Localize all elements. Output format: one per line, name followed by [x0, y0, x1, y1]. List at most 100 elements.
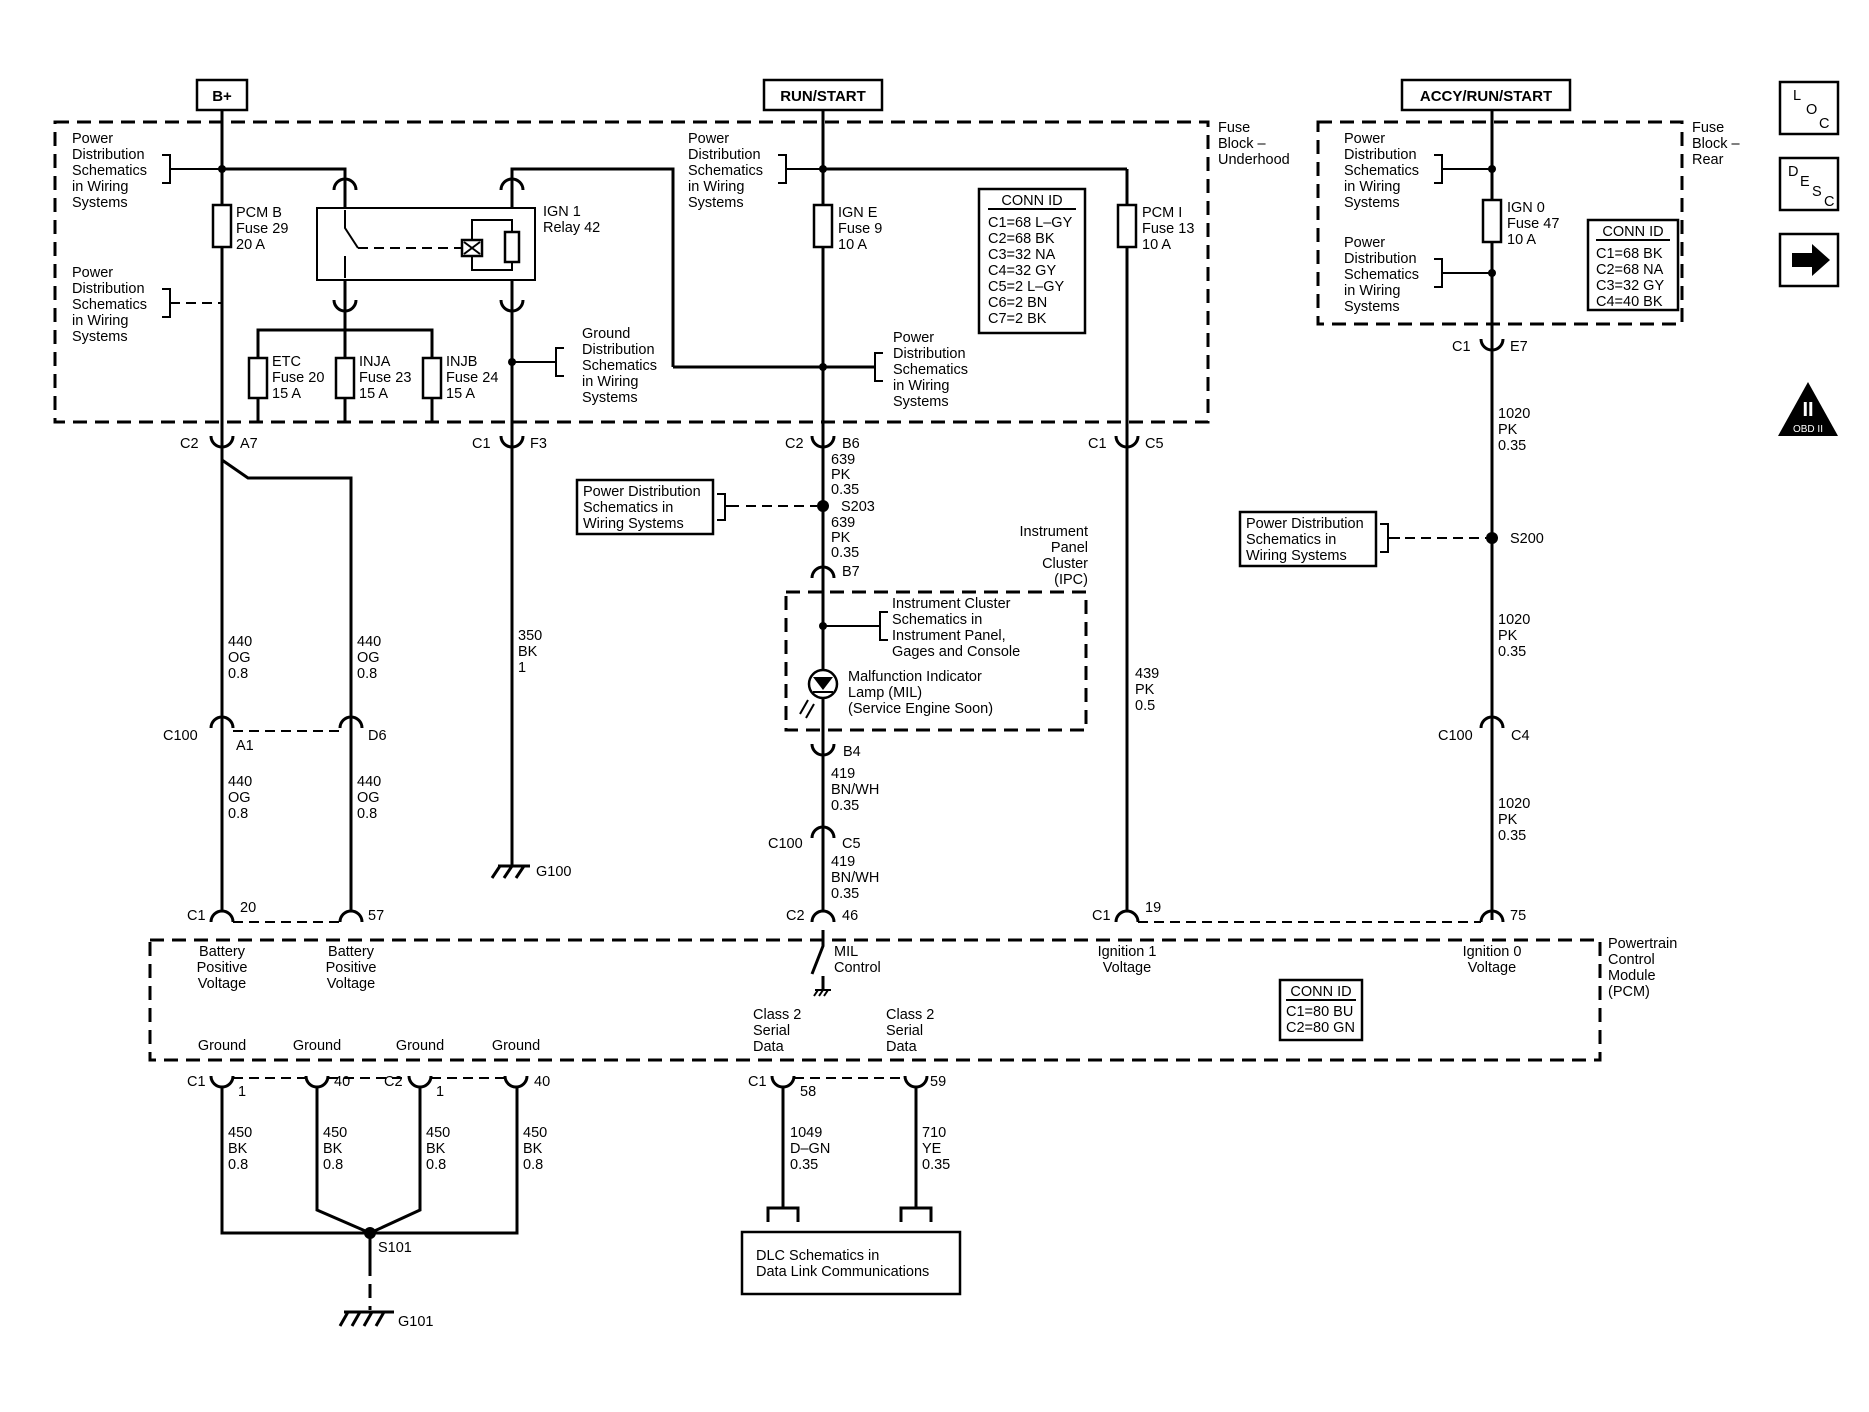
pcm-ignition-0: Ignition 0 Voltage — [1463, 944, 1522, 976]
svg-text:C100: C100 — [1438, 728, 1473, 744]
svg-text:C1=68 BK: C1=68 BK — [1596, 246, 1663, 262]
svg-text:Serial: Serial — [886, 1023, 923, 1039]
svg-text:1: 1 — [518, 660, 526, 676]
loc-button[interactable]: L O C — [1778, 80, 1840, 136]
svg-text:OG: OG — [357, 650, 380, 666]
svg-text:Ground: Ground — [582, 326, 630, 342]
svg-text:Class 2: Class 2 — [753, 1007, 801, 1023]
svg-text:1: 1 — [238, 1084, 246, 1100]
svg-text:A1: A1 — [236, 738, 254, 754]
svg-text:Control: Control — [834, 960, 881, 976]
svg-text:40: 40 — [334, 1074, 350, 1090]
svg-text:40: 40 — [534, 1074, 550, 1090]
svg-text:in Wiring: in Wiring — [688, 179, 744, 195]
svg-text:439: 439 — [1135, 666, 1159, 682]
svg-text:710: 710 — [922, 1125, 946, 1141]
svg-text:Ignition 0: Ignition 0 — [1463, 944, 1522, 960]
svg-text:C100: C100 — [163, 728, 198, 744]
svg-text:PK: PK — [1498, 422, 1518, 438]
conn-id-pcm: CONN ID C1=80 BU C2=80 GN — [1278, 978, 1364, 1042]
fuse-block-rear: Fuse Block – Rear — [1316, 120, 1740, 326]
wire-440-d: 440 OG 0.8 — [357, 774, 381, 822]
svg-text:0.8: 0.8 — [523, 1157, 543, 1173]
svg-text:B6: B6 — [842, 436, 860, 452]
svg-text:(Service Engine Soon): (Service Engine Soon) — [848, 701, 993, 717]
svg-text:639: 639 — [831, 452, 855, 468]
fuse-pcm-i: PCM I Fuse 13 10 A — [1116, 203, 1194, 253]
svg-text:C5=2 L–GY: C5=2 L–GY — [988, 279, 1065, 295]
svg-text:OG: OG — [357, 790, 380, 806]
svg-text:in Wiring: in Wiring — [582, 374, 638, 390]
desc-button[interactable]: D E S C — [1778, 156, 1840, 212]
svg-text:G100: G100 — [536, 864, 571, 880]
svg-text:Block –: Block – — [1692, 136, 1740, 152]
svg-text:58: 58 — [800, 1084, 816, 1100]
svg-text:Systems: Systems — [893, 394, 949, 410]
wire-440-a: 440 OG 0.8 — [228, 634, 252, 682]
svg-text:1020: 1020 — [1498, 406, 1530, 422]
svg-text:O: O — [1806, 102, 1817, 118]
next-arrow-button[interactable] — [1778, 232, 1840, 288]
svg-text:PK: PK — [831, 530, 851, 546]
svg-text:Distribution: Distribution — [72, 281, 145, 297]
svg-text:C2: C2 — [785, 436, 804, 452]
svg-text:0.35: 0.35 — [790, 1157, 818, 1173]
mil-lamp-icon — [799, 668, 839, 719]
svg-text:Fuse: Fuse — [1692, 120, 1724, 136]
svg-text:Distribution: Distribution — [688, 147, 761, 163]
svg-text:L: L — [1793, 88, 1801, 104]
svg-text:0.35: 0.35 — [1498, 644, 1526, 660]
svg-text:Distribution: Distribution — [1344, 147, 1417, 163]
svg-text:C1=80 BU: C1=80 BU — [1286, 1004, 1353, 1020]
svg-text:Schematics in: Schematics in — [1246, 532, 1336, 548]
arrow-right-icon — [1792, 244, 1830, 276]
svg-text:INJB: INJB — [446, 354, 477, 370]
svg-text:440: 440 — [357, 774, 381, 790]
svg-text:Ground: Ground — [396, 1038, 444, 1054]
pcm-ignition-1: Ignition 1 Voltage — [1098, 944, 1157, 976]
svg-text:Gages and Console: Gages and Console — [892, 644, 1020, 660]
pcm-battery-positive-1: Battery Positive Voltage — [197, 944, 248, 992]
svg-text:0.8: 0.8 — [357, 666, 377, 682]
svg-text:Power: Power — [72, 265, 113, 281]
svg-text:639: 639 — [831, 515, 855, 531]
svg-text:10 A: 10 A — [1507, 232, 1536, 248]
wire-450-a: 450 BK 0.8 — [228, 1125, 252, 1173]
svg-text:Voltage: Voltage — [1103, 960, 1151, 976]
svg-text:BK: BK — [518, 644, 538, 660]
svg-text:C1=68 L–GY: C1=68 L–GY — [988, 215, 1073, 231]
svg-text:C6=2 BN: C6=2 BN — [988, 295, 1047, 311]
fuse-pcm-b: PCM B Fuse 29 20 A — [211, 203, 288, 253]
svg-text:C3=32 GY: C3=32 GY — [1596, 278, 1664, 294]
svg-text:INJA: INJA — [359, 354, 391, 370]
pcm-label: Powertrain Control Module (PCM) — [1608, 936, 1677, 1000]
svg-text:in Wiring: in Wiring — [1344, 179, 1400, 195]
svg-text:Schematics: Schematics — [72, 163, 147, 179]
svg-text:in Wiring: in Wiring — [1344, 283, 1400, 299]
svg-text:15 A: 15 A — [359, 386, 388, 402]
svg-text:OG: OG — [228, 790, 251, 806]
accy-run-start-header: ACCY/RUN/START — [1400, 78, 1572, 112]
svg-text:CONN ID: CONN ID — [1001, 193, 1062, 209]
wire-1020-c: 1020 PK 0.35 — [1498, 796, 1530, 844]
svg-text:C2: C2 — [384, 1074, 403, 1090]
svg-text:Schematics: Schematics — [582, 358, 657, 374]
svg-text:OG: OG — [228, 650, 251, 666]
wire-419-a: 419 BN/WH 0.35 — [831, 766, 879, 814]
svg-text:BK: BK — [426, 1141, 446, 1157]
svg-text:Control: Control — [1608, 952, 1655, 968]
svg-text:20 A: 20 A — [236, 237, 265, 253]
svg-text:Battery: Battery — [199, 944, 246, 960]
conn-id-rear: CONN ID C1=68 BK C2=68 NA C3=32 GY C4=40… — [1586, 218, 1680, 312]
svg-text:0.5: 0.5 — [1135, 698, 1155, 714]
wire-1020-a: 1020 PK 0.35 — [1498, 406, 1530, 454]
svg-text:C4: C4 — [1511, 728, 1530, 744]
wire-440-b: 440 OG 0.8 — [357, 634, 381, 682]
svg-text:Data: Data — [886, 1039, 918, 1055]
ground-distribution-ref: Ground Distribution Schematics in Wiring… — [555, 326, 657, 406]
instrument-cluster-ref: Instrument Cluster Schematics in Instrum… — [879, 596, 1020, 660]
svg-text:S200: S200 — [1510, 531, 1544, 547]
svg-text:0.35: 0.35 — [831, 886, 859, 902]
svg-text:E: E — [1800, 174, 1810, 190]
